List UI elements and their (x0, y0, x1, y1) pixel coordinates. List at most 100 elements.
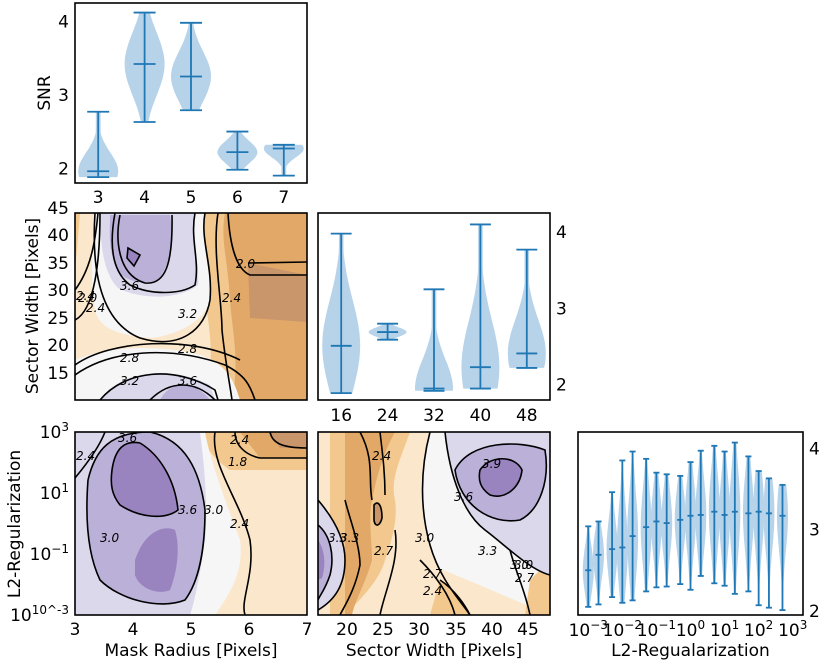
contour-labels-l2-mask-radius: 3.6 2.4 3.0 3.6 3.0 2.4 2.4 1.8 (76, 431, 249, 545)
tick-label: 2 (809, 602, 820, 622)
tick-label: 35 (47, 254, 69, 274)
tick-label: 24 (377, 406, 399, 426)
tick-label: 40 (481, 620, 503, 640)
contour-labels-l2-sector-width: 2.4 3.9 3.6 3.3 3.0 3.3 2.7 3.3 3.0 2.7 … (328, 449, 534, 598)
tick-label: 48 (516, 406, 538, 426)
tick-exponent: 0 (698, 618, 706, 632)
contour-label: 3.3 (340, 531, 359, 545)
tick-label: 6 (244, 620, 255, 640)
contour-label: 2.4 (423, 584, 442, 598)
tick-label: 4 (128, 620, 139, 640)
contour-label: 3.6 (178, 374, 197, 388)
plot-frame (74, 2, 308, 184)
tick-label: 25 (47, 309, 69, 329)
tick-label: 35 (445, 620, 467, 640)
contour-label: 3.6 (178, 503, 197, 517)
contour-label: 2.0 (78, 291, 97, 305)
contour-label: 2.4 (372, 449, 391, 463)
contour-label: 3.0 (514, 558, 533, 572)
tick-label: 3 (58, 86, 69, 106)
tick-label: 4 (809, 439, 820, 459)
plot-frame (317, 431, 551, 616)
y-axis-label-l2: L2-Regularization (5, 450, 25, 598)
x-axis-label-l2: L2-Regualarization (611, 641, 770, 661)
contour-label: 3.0 (510, 558, 529, 572)
tick-label: 102 (744, 618, 773, 641)
contour-label: 3.6 (118, 431, 137, 445)
tick-exponent: 3 (800, 618, 808, 632)
tick-label: 7 (302, 620, 313, 640)
tick-label: 40 (47, 226, 69, 246)
tick-exponent: −2 (624, 618, 642, 632)
tick-label: 20 (336, 620, 358, 640)
tick-label: 15 (47, 364, 69, 384)
contour-label: 3.9 (482, 457, 501, 471)
tick-exponent: −1 (658, 618, 676, 632)
plot-frame (74, 431, 308, 616)
contour-label: 3.3 (328, 531, 347, 545)
tick-label: 45 (47, 199, 69, 219)
tick-exponent: 1 (732, 618, 740, 632)
tick-label: 32 (423, 406, 445, 426)
x-axis-label-sector-width: Sector Width [Pixels] (346, 641, 522, 661)
contour-label: 2.8 (120, 351, 139, 365)
tick-label: 10−1 (637, 618, 676, 641)
sector-width-yticks: 15 20 25 30 35 40 45 (47, 199, 69, 384)
contour-label: 2.4 (222, 291, 241, 305)
contour-label: 3.6 (454, 490, 473, 504)
tick-label: 4 (139, 188, 150, 208)
tick-label: 16 (330, 406, 352, 426)
tick-label: 103 (40, 420, 69, 443)
contour-label: 2.0 (236, 257, 255, 271)
contour-label: 2.4 (230, 517, 249, 531)
tick-label: 30 (47, 281, 69, 301)
tick-label: 3 (93, 188, 104, 208)
tick-label: 101 (40, 481, 69, 504)
tick-label: 4 (556, 223, 567, 243)
tick-label: 3 (556, 299, 567, 319)
tick-exponent: −1 (51, 542, 69, 556)
contour-axes: 15 20 25 30 35 40 45 Sector Width [Pixel… (5, 199, 539, 661)
tick-label: 2 (58, 159, 69, 179)
y-axis-label-sector-width: Sector Width [Pixels] (23, 218, 43, 394)
contour-label: 3.0 (415, 531, 434, 545)
mask-radius-xticks: 3 4 5 6 7 (70, 620, 313, 640)
tick-label: 6 (232, 188, 243, 208)
tick-exponent: 3 (61, 420, 69, 434)
contour-label: 3.0 (204, 503, 223, 517)
tick-label: 30 (408, 620, 430, 640)
tick-label: 5 (186, 188, 197, 208)
tick-exponent: 2 (766, 618, 774, 632)
plot-frame (577, 431, 804, 616)
contour-label: 2.4 (230, 433, 249, 447)
plot-frame (74, 212, 308, 401)
contour-label: 3.2 (120, 374, 139, 388)
tick-label: 45 (517, 620, 539, 640)
tick-label: 3 (70, 620, 81, 640)
contour-label: 2.4 (76, 449, 95, 463)
contour-label: 2.4 (76, 289, 95, 303)
tick-label: 3 (809, 521, 820, 541)
tick-label: 101 (710, 618, 739, 641)
contour-label: 3.2 (178, 307, 197, 321)
x-axis-label-mask-radius: Mask Radius [Pixels] (104, 641, 277, 661)
contour-labels-sector-width-mask-radius: 2.0 2.4 2.4 2.4 2.8 2.8 3.2 3.2 3.6 3.6 … (76, 257, 255, 388)
contour-panel-sector-width-mask-radius (75, 213, 307, 400)
sector-width-xticks: 20 25 30 35 40 45 (336, 620, 539, 640)
tick-exponent: 1 (61, 481, 69, 495)
tick-label: 10−1 (30, 542, 69, 565)
tick-label: 103 (778, 618, 807, 641)
contour-label: 2.4 (86, 301, 105, 315)
tick-label: 5 (186, 620, 197, 640)
tick-label: 100 (676, 618, 705, 641)
tick-label: 20 (47, 336, 69, 356)
tick-label: 2 (556, 376, 567, 396)
contour-label: 2.7 (374, 544, 393, 558)
contour-label: 3.6 (120, 279, 139, 293)
contour-label: 2.7 (423, 567, 442, 581)
y-axis-label-snr: SNR (35, 75, 55, 111)
